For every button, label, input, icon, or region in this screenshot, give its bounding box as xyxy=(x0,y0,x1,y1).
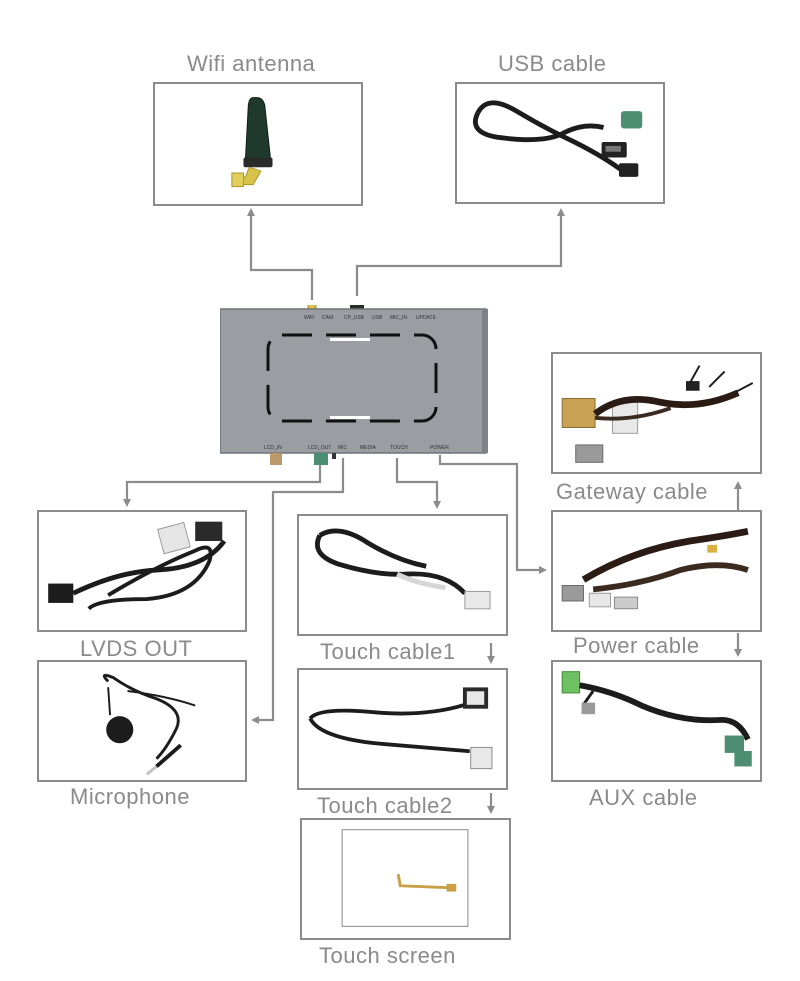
power-harness-icon xyxy=(561,528,749,610)
aux-cable-icon xyxy=(561,671,752,767)
touch-cable1-label: Touch cable1 xyxy=(320,639,456,664)
usb-cable-label: USB cable xyxy=(498,51,607,76)
port-label-cam: CAM xyxy=(322,315,334,321)
port-label-cp-usb: CP_USB xyxy=(344,315,365,321)
touch-cable2-label: Touch cable2 xyxy=(317,793,453,818)
lvds-link-line xyxy=(123,458,322,507)
wifi-link-line xyxy=(247,208,314,300)
touch-screen-box xyxy=(300,818,511,940)
central-interface-unit: WIFI CAM CP_USB USB MIC_IN UPDATE LCD_IN… xyxy=(219,297,490,465)
aux-cable-box xyxy=(551,660,762,782)
port-label-touch: TOUCH xyxy=(390,445,408,451)
wifi-antenna-label: Wifi antenna xyxy=(187,51,316,76)
lvds-out-box xyxy=(37,510,247,632)
touch-cable-icon xyxy=(314,528,491,610)
touch-cable1-box xyxy=(297,514,508,636)
interface-box-icon xyxy=(219,297,488,465)
touch-screen-label: Touch screen xyxy=(319,943,456,968)
mic-link-line xyxy=(251,458,345,724)
aux-cable-label: AUX cable xyxy=(589,785,698,810)
gateway-cable-box xyxy=(551,352,762,474)
gateway-cable-label: Gateway cable xyxy=(556,479,709,504)
lvds-out-label: LVDS OUT xyxy=(80,636,193,661)
port-label-usb: USB xyxy=(372,315,383,321)
port-label-media: MEDIA xyxy=(360,445,376,451)
usb-link-line xyxy=(355,208,565,296)
usb-cable-box xyxy=(455,82,665,204)
lvds-cable-icon xyxy=(48,521,227,611)
antenna-icon xyxy=(231,97,273,188)
touch-cable2-box xyxy=(297,668,508,790)
microphone-box xyxy=(37,660,247,782)
wifi-antenna-box xyxy=(153,82,363,206)
port-label-lcd-out: LCD_OUT xyxy=(308,445,332,451)
port-label-wifi: WIFI xyxy=(304,315,315,321)
port-label-lcd-in: LCD_IN xyxy=(264,445,282,451)
touch-screen-icon xyxy=(341,829,469,927)
port-label-mic: MIC xyxy=(338,445,348,451)
port-label-power: POWER xyxy=(430,445,449,451)
touch1-link-line xyxy=(395,458,441,509)
port-label-mic-in: MIC_IN xyxy=(390,315,407,321)
port-label-update: UPDATE xyxy=(416,315,436,321)
microphone-icon xyxy=(102,673,196,776)
touch-cable-icon xyxy=(308,687,493,770)
usb-cable-icon xyxy=(472,100,643,177)
power-link-line xyxy=(438,455,547,574)
microphone-label: Microphone xyxy=(70,784,190,809)
power-cable-box xyxy=(551,510,762,632)
gateway-harness-icon xyxy=(561,365,754,463)
power-cable-label: Power cable xyxy=(573,633,700,658)
